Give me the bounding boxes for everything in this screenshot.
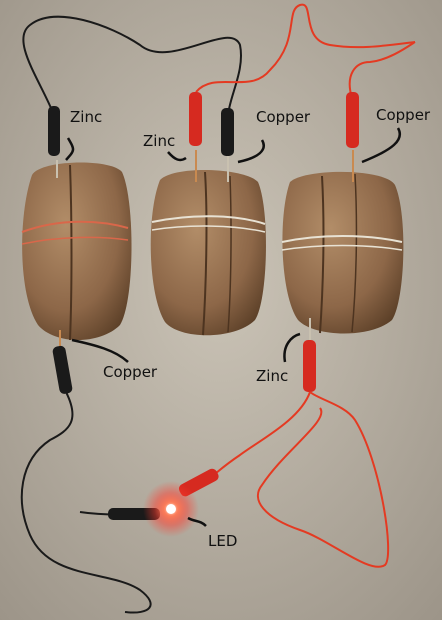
red-wire-to-led (209, 391, 311, 479)
red-wire-top (195, 3, 416, 93)
potato-right (281, 171, 404, 334)
pointer-zinc-2 (167, 151, 187, 162)
red-wire-loop (256, 391, 390, 568)
black-clip-left-top (48, 106, 60, 156)
potato-left (21, 162, 132, 341)
pointer-copper-3 (71, 338, 129, 363)
pointer-copper-2 (361, 127, 401, 164)
led-bulb (166, 504, 176, 514)
black-clip-middle (221, 108, 234, 156)
red-wire-copper (348, 41, 416, 99)
black-clip-left-bottom (52, 345, 73, 394)
black-wire-top (22, 15, 242, 116)
label-copper-left: Copper (103, 363, 158, 381)
label-copper-middle: Copper (256, 108, 311, 126)
potato-middle (150, 170, 266, 336)
red-clip-right-top (346, 92, 359, 148)
pointer-copper-1 (237, 139, 265, 164)
pointer-zinc-1 (65, 137, 75, 161)
black-wire-bottom (20, 391, 152, 614)
label-zinc-middle: Zinc (143, 132, 176, 150)
pointer-zinc-3 (283, 332, 301, 363)
label-zinc-right: Zinc (256, 367, 289, 385)
pointer-led (187, 516, 207, 527)
red-clip-middle (189, 92, 202, 146)
label-led: LED (208, 532, 238, 550)
red-clip-right-bottom (303, 340, 316, 392)
label-copper-right: Copper (376, 106, 431, 124)
label-zinc-left: Zinc (70, 108, 103, 126)
